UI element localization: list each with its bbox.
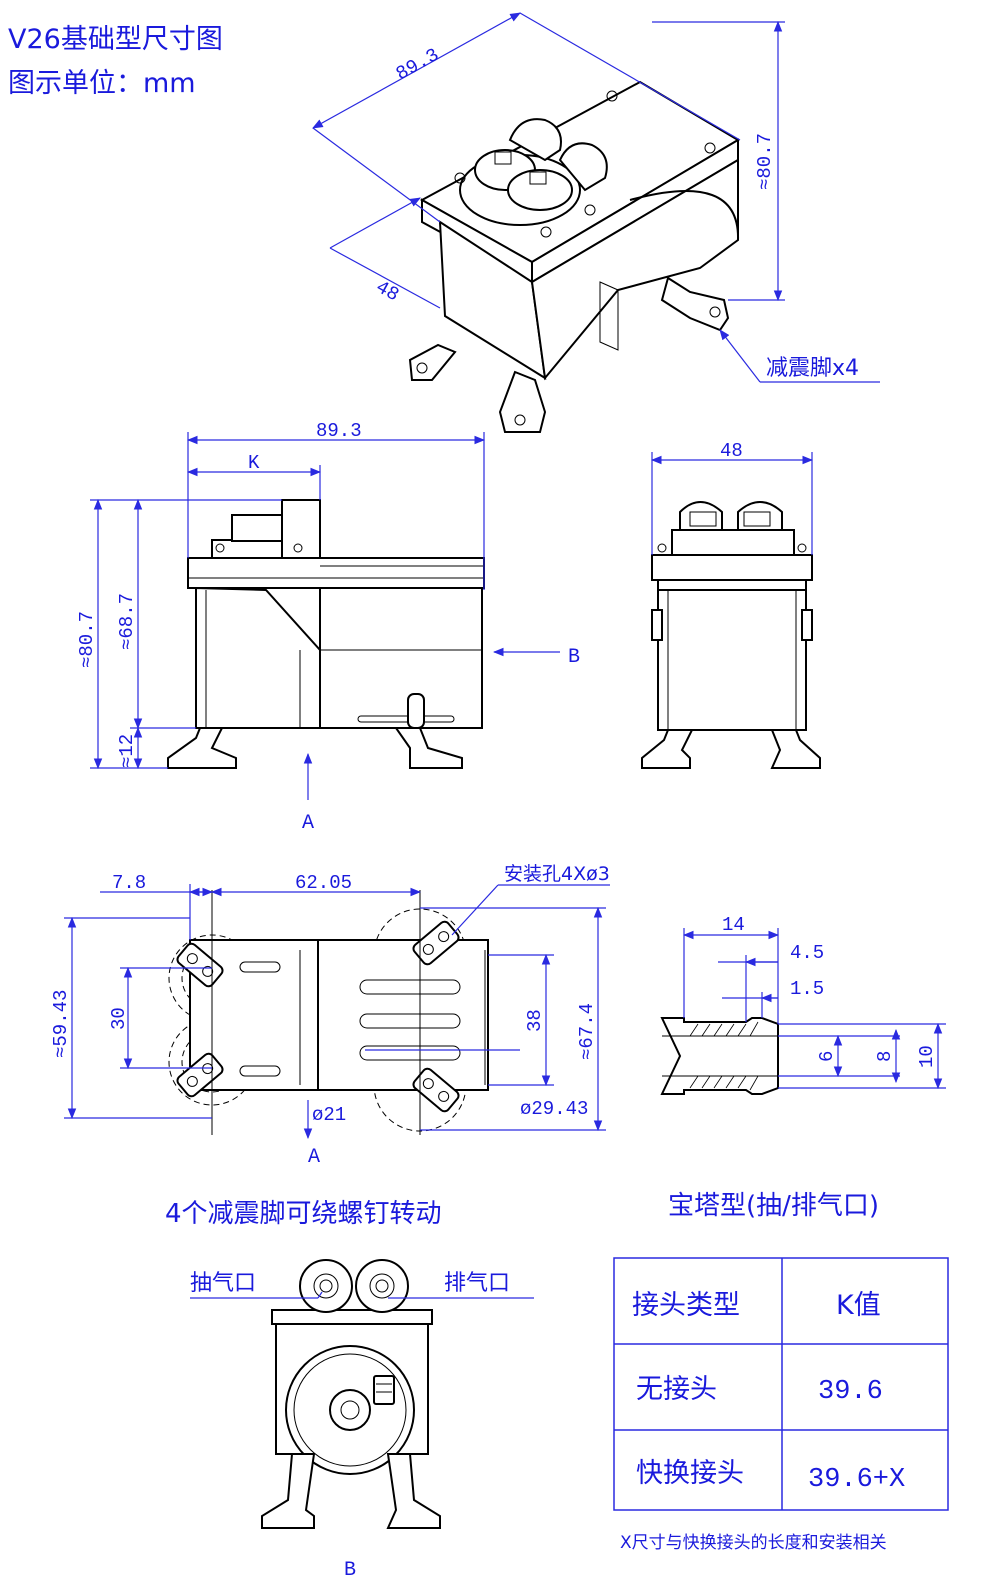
table-footnote: X尺寸与快换接头的长度和安装相关 [620, 1533, 887, 1553]
end-foot-left [641, 729, 694, 769]
isometric-view: 89.3 ≈80.7 48 减震脚x4 [312, 12, 880, 433]
end-foot-right [770, 729, 821, 769]
barb-dim-step2: 1.5 [790, 978, 824, 1000]
front-foot-right [386, 1453, 441, 1529]
feet-callout: 减震脚x4 [766, 356, 859, 381]
bottom-foot-3 [412, 920, 460, 966]
side-dim-length: 89.3 [316, 420, 362, 442]
end-body [657, 589, 807, 731]
iso-foot-2 [498, 370, 547, 433]
barb-dim-d8: 8 [874, 1051, 896, 1062]
side-view: 89.3 K ≈80.7 ≈68.7 ≈12 B A [76, 420, 580, 835]
mounting-holes-callout: 安装孔4Xø3 [504, 863, 610, 885]
iso-foot-1 [408, 343, 457, 381]
table-header-type: 接头类型 [632, 1290, 740, 1321]
barb-caption: 宝塔型(抽/排气口) [668, 1191, 879, 1221]
side-dim-foot-height: ≈12 [116, 734, 138, 768]
bottom-dim-circle-large: ø29.43 [520, 1098, 588, 1120]
table-cell-k: 39.6 [818, 1377, 883, 1407]
end-top-plate [651, 554, 813, 581]
end-view: 48 [641, 440, 821, 769]
iso-dim-length: 89.3 [392, 44, 443, 85]
side-motor-body [319, 587, 483, 729]
bottom-dim-hole-spacing: 62.05 [295, 872, 352, 894]
front-view: 抽气口 排气口 B [190, 1259, 534, 1579]
end-dim-width: 48 [720, 440, 743, 462]
bottom-view: 7.8 62.05 30 ≈59.43 38 ≈67.4 ø21 ø29.43 … [50, 863, 610, 1229]
view-arrow-a-label: A [302, 812, 314, 835]
iso-foot-3 [660, 276, 730, 332]
bottom-view-label: A [308, 1146, 320, 1169]
table-cell-k: 39.6+X [808, 1465, 905, 1495]
suction-port [299, 1259, 353, 1313]
table-cell-type: 快换接头 [636, 1458, 744, 1489]
side-foot-right [394, 727, 463, 769]
barb-fitting-detail: 14 4.5 1.5 6 8 10 宝塔型(抽/排气口) [660, 914, 946, 1221]
bottom-dim-right-height: ≈67.4 [576, 1003, 598, 1060]
front-top-plate [271, 1309, 433, 1325]
iso-body-side [530, 158, 739, 381]
table-cell-type: 无接头 [636, 1374, 717, 1405]
bottom-dim-offset: 7.8 [112, 872, 146, 894]
unit-label: 图示单位：mm [8, 68, 196, 99]
barb-dim-step1: 4.5 [790, 942, 824, 964]
exhaust-port [355, 1259, 409, 1313]
side-dim-k: K [248, 452, 260, 474]
barb-fitting-outline [660, 1017, 779, 1095]
iso-port-right [507, 169, 573, 211]
bottom-dim-circle-small: ø21 [312, 1104, 346, 1126]
front-view-label: B [344, 1559, 356, 1579]
end-port-right [737, 501, 783, 531]
bottom-motor [317, 939, 489, 1091]
drawing-title: V26基础型尺寸图 [8, 24, 223, 55]
bottom-dim-inner-span: 30 [108, 1007, 130, 1030]
iso-dim-width: 48 [372, 276, 403, 306]
side-top-plate [187, 557, 485, 589]
side-dim-body-height: ≈68.7 [116, 593, 138, 650]
suction-port-label: 抽气口 [190, 1271, 256, 1296]
side-pump-head-body [195, 586, 321, 729]
barb-dim-d10: 10 [916, 1045, 938, 1068]
front-foot-left [261, 1453, 316, 1529]
bottom-dim-outer-span: 38 [524, 1009, 546, 1032]
side-dim-total-height: ≈80.7 [76, 611, 98, 668]
bottom-dim-left-height: ≈59.43 [50, 990, 72, 1058]
iso-dim-height: ≈80.7 [754, 133, 776, 190]
bottom-foot-2 [176, 1052, 224, 1098]
barb-dim-d6: 6 [816, 1051, 838, 1062]
side-foot-left [167, 727, 237, 769]
barb-dim-length: 14 [722, 914, 745, 936]
bottom-view-caption: 4个减震脚可绕螺钉转动 [165, 1199, 442, 1229]
k-value-table: 接头类型 K值 无接头 39.6 快换接头 39.6+X X尺寸与快换接头的长度… [613, 1257, 949, 1553]
table-header-k: K值 [836, 1290, 881, 1321]
exhaust-port-label: 排气口 [444, 1271, 510, 1296]
view-arrow-b-label: B [568, 646, 580, 669]
bottom-foot-4 [412, 1067, 460, 1113]
